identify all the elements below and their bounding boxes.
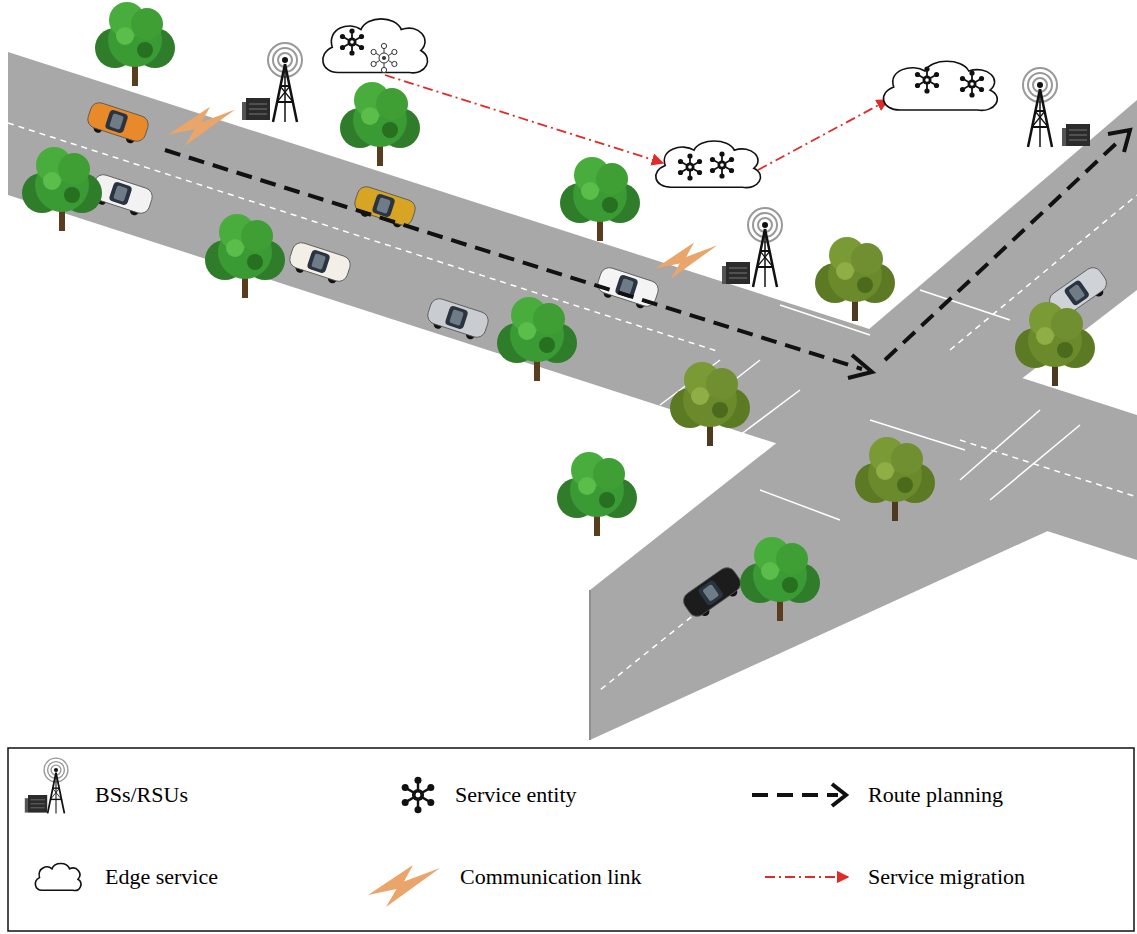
road — [8, 52, 1137, 560]
road — [8, 52, 1137, 740]
service-migration — [385, 75, 663, 163]
car — [680, 564, 746, 623]
route-planning — [165, 130, 1130, 378]
legend-label: Communication link — [460, 864, 642, 890]
tree — [205, 214, 285, 298]
legend-symbol — [35, 863, 81, 890]
base-station — [268, 43, 302, 122]
base-station — [242, 98, 270, 120]
tree — [557, 452, 637, 536]
legend-symbol — [44, 758, 68, 813]
legend-label: Service entity — [455, 782, 577, 808]
lane-marking — [600, 610, 700, 690]
car — [424, 296, 490, 343]
edge-cloud — [340, 28, 364, 55]
legend-symbol — [752, 793, 838, 797]
edge-cloud — [323, 19, 428, 73]
tree — [740, 537, 820, 621]
legend-box — [8, 748, 1134, 931]
lane-marking — [760, 490, 840, 520]
base-station — [242, 43, 1090, 287]
lane-marking — [8, 123, 1137, 690]
road — [590, 441, 1050, 740]
tree — [815, 237, 895, 321]
road — [868, 100, 1137, 380]
communication-link — [655, 243, 717, 279]
communication-link — [168, 107, 717, 279]
legend-label: Edge service — [105, 864, 218, 890]
tree — [497, 297, 577, 381]
tree — [670, 362, 750, 446]
base-station — [1062, 124, 1090, 146]
lane-marking — [8, 123, 720, 352]
edge-cloud — [883, 61, 997, 110]
tree — [22, 147, 102, 231]
tree — [855, 437, 935, 521]
tree — [22, 2, 1095, 621]
car — [84, 100, 150, 147]
service-migration — [758, 100, 888, 170]
road — [589, 590, 591, 740]
legend-symbol — [765, 876, 848, 878]
edge-cloud — [678, 153, 702, 180]
car — [84, 100, 1112, 622]
service-migration — [385, 75, 888, 170]
base-station — [722, 262, 750, 284]
edge-cloud — [710, 151, 734, 178]
legend-label: BSs/RSUs — [95, 782, 188, 808]
edge-cloud — [323, 19, 998, 188]
legend-symbol — [402, 777, 435, 814]
legend-label: Route planning — [868, 782, 1003, 808]
base-station — [1023, 68, 1057, 147]
tree — [560, 157, 640, 241]
route-planning — [1108, 130, 1130, 152]
legend-symbol — [368, 865, 440, 907]
tree — [340, 82, 420, 166]
lane-marking — [960, 440, 1137, 497]
edge-cloud — [915, 66, 939, 93]
legend-box — [8, 748, 1134, 931]
base-station — [748, 208, 782, 287]
legend-symbol — [25, 795, 47, 813]
tree — [1015, 302, 1095, 386]
edge-cloud — [371, 43, 397, 72]
tree — [95, 2, 175, 86]
lane-marking — [990, 425, 1080, 500]
legend-symbol — [832, 784, 846, 806]
lane-marking — [960, 410, 1040, 480]
car — [286, 240, 352, 287]
communication-link — [168, 107, 235, 146]
route-planning — [885, 138, 1122, 360]
car — [351, 184, 417, 231]
edge-cloud — [656, 141, 761, 188]
legend-label: Service migration — [868, 864, 1025, 890]
route-planning — [848, 355, 872, 378]
legend-symbol — [25, 758, 848, 907]
edge-cloud — [960, 70, 984, 97]
